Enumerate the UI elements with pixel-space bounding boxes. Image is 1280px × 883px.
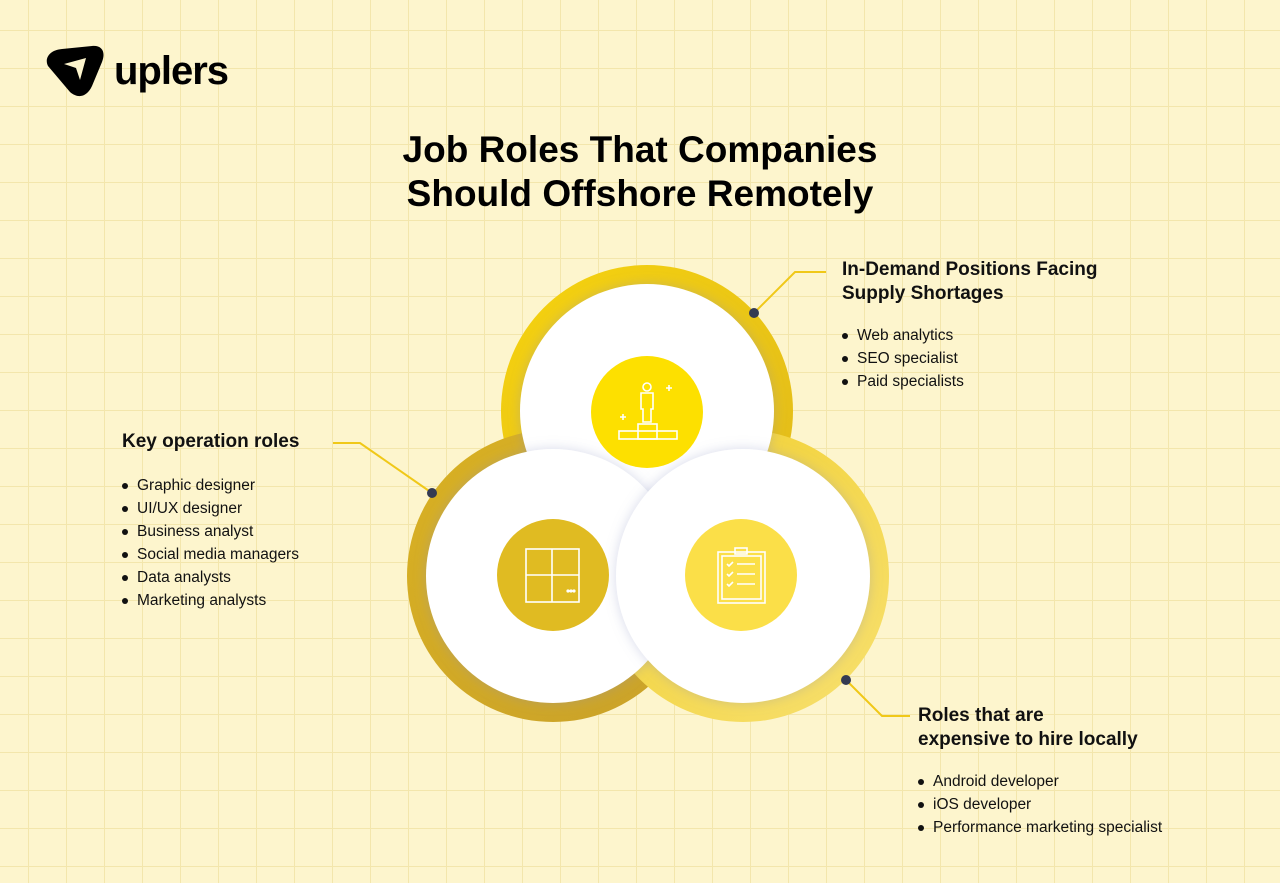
- list-item: Android developer: [918, 770, 1162, 793]
- section-key-operation: Key operation roles Graphic designer UI/…: [122, 430, 299, 612]
- title-line-2: Should Offshore Remotely: [406, 173, 874, 214]
- right-icon-badge: [685, 519, 797, 631]
- role-list: Android developer iOS developer Performa…: [918, 770, 1162, 839]
- section-expensive-locally: Roles that are expensive to hire locally…: [918, 704, 1162, 839]
- person-on-podium-icon: [618, 382, 678, 440]
- uplers-logo-icon: [46, 45, 104, 97]
- list-item: SEO specialist: [842, 347, 1097, 370]
- list-item: UI/UX designer: [122, 497, 299, 520]
- list-item: Marketing analysts: [122, 589, 299, 612]
- list-item: Social media managers: [122, 543, 299, 566]
- section-heading: In-Demand Positions Facing Supply Shorta…: [842, 258, 1097, 306]
- list-item: Paid specialists: [842, 370, 1097, 393]
- top-connector-dot: [749, 308, 759, 318]
- list-item: iOS developer: [918, 793, 1162, 816]
- right-connector-dot: [841, 675, 851, 685]
- list-item: Business analyst: [122, 520, 299, 543]
- heading-line: Supply Shortages: [842, 283, 1004, 304]
- puzzle-icon: [525, 548, 580, 603]
- heading-line: expensive to hire locally: [918, 729, 1138, 750]
- section-heading: Key operation roles: [122, 430, 299, 454]
- uplers-logo: uplers: [42, 44, 229, 98]
- clipboard-checklist-icon: [717, 547, 766, 604]
- list-item: Web analytics: [842, 324, 1097, 347]
- leader-lines: [333, 271, 910, 717]
- role-list: Graphic designer UI/UX designer Business…: [122, 474, 299, 612]
- role-list: Web analytics SEO specialist Paid specia…: [842, 324, 1097, 393]
- section-heading: Roles that are expensive to hire locally: [918, 704, 1162, 752]
- page-title: Job Roles That Companies Should Offshore…: [0, 128, 1280, 216]
- heading-line: In-Demand Positions Facing: [842, 259, 1098, 280]
- heading-line: Key operation roles: [122, 431, 300, 452]
- heading-line: Roles that are: [918, 705, 1044, 726]
- list-item: Data analysts: [122, 566, 299, 589]
- brand-name: uplers: [114, 49, 229, 93]
- left-connector-dot: [427, 488, 437, 498]
- top-icon-badge: [591, 356, 703, 468]
- list-item: Graphic designer: [122, 474, 299, 497]
- section-in-demand: In-Demand Positions Facing Supply Shorta…: [842, 258, 1097, 393]
- list-item: Performance marketing specialist: [918, 816, 1162, 839]
- title-line-1: Job Roles That Companies: [402, 129, 878, 170]
